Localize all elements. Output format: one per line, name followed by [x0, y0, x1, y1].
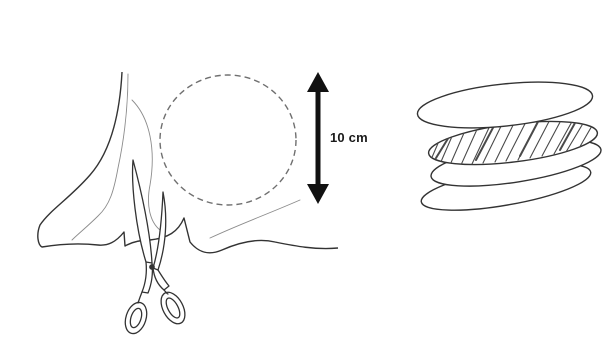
excision-diagram	[0, 0, 390, 338]
tissue-inner-contour	[72, 74, 300, 240]
dimension-label: 10 cm	[330, 130, 368, 145]
tissue-outline	[38, 72, 338, 253]
scissors-icon	[122, 160, 190, 336]
layered-stack-diagram	[400, 0, 604, 338]
dashed-excision-circle	[160, 75, 296, 205]
double-arrow-icon	[307, 72, 329, 204]
